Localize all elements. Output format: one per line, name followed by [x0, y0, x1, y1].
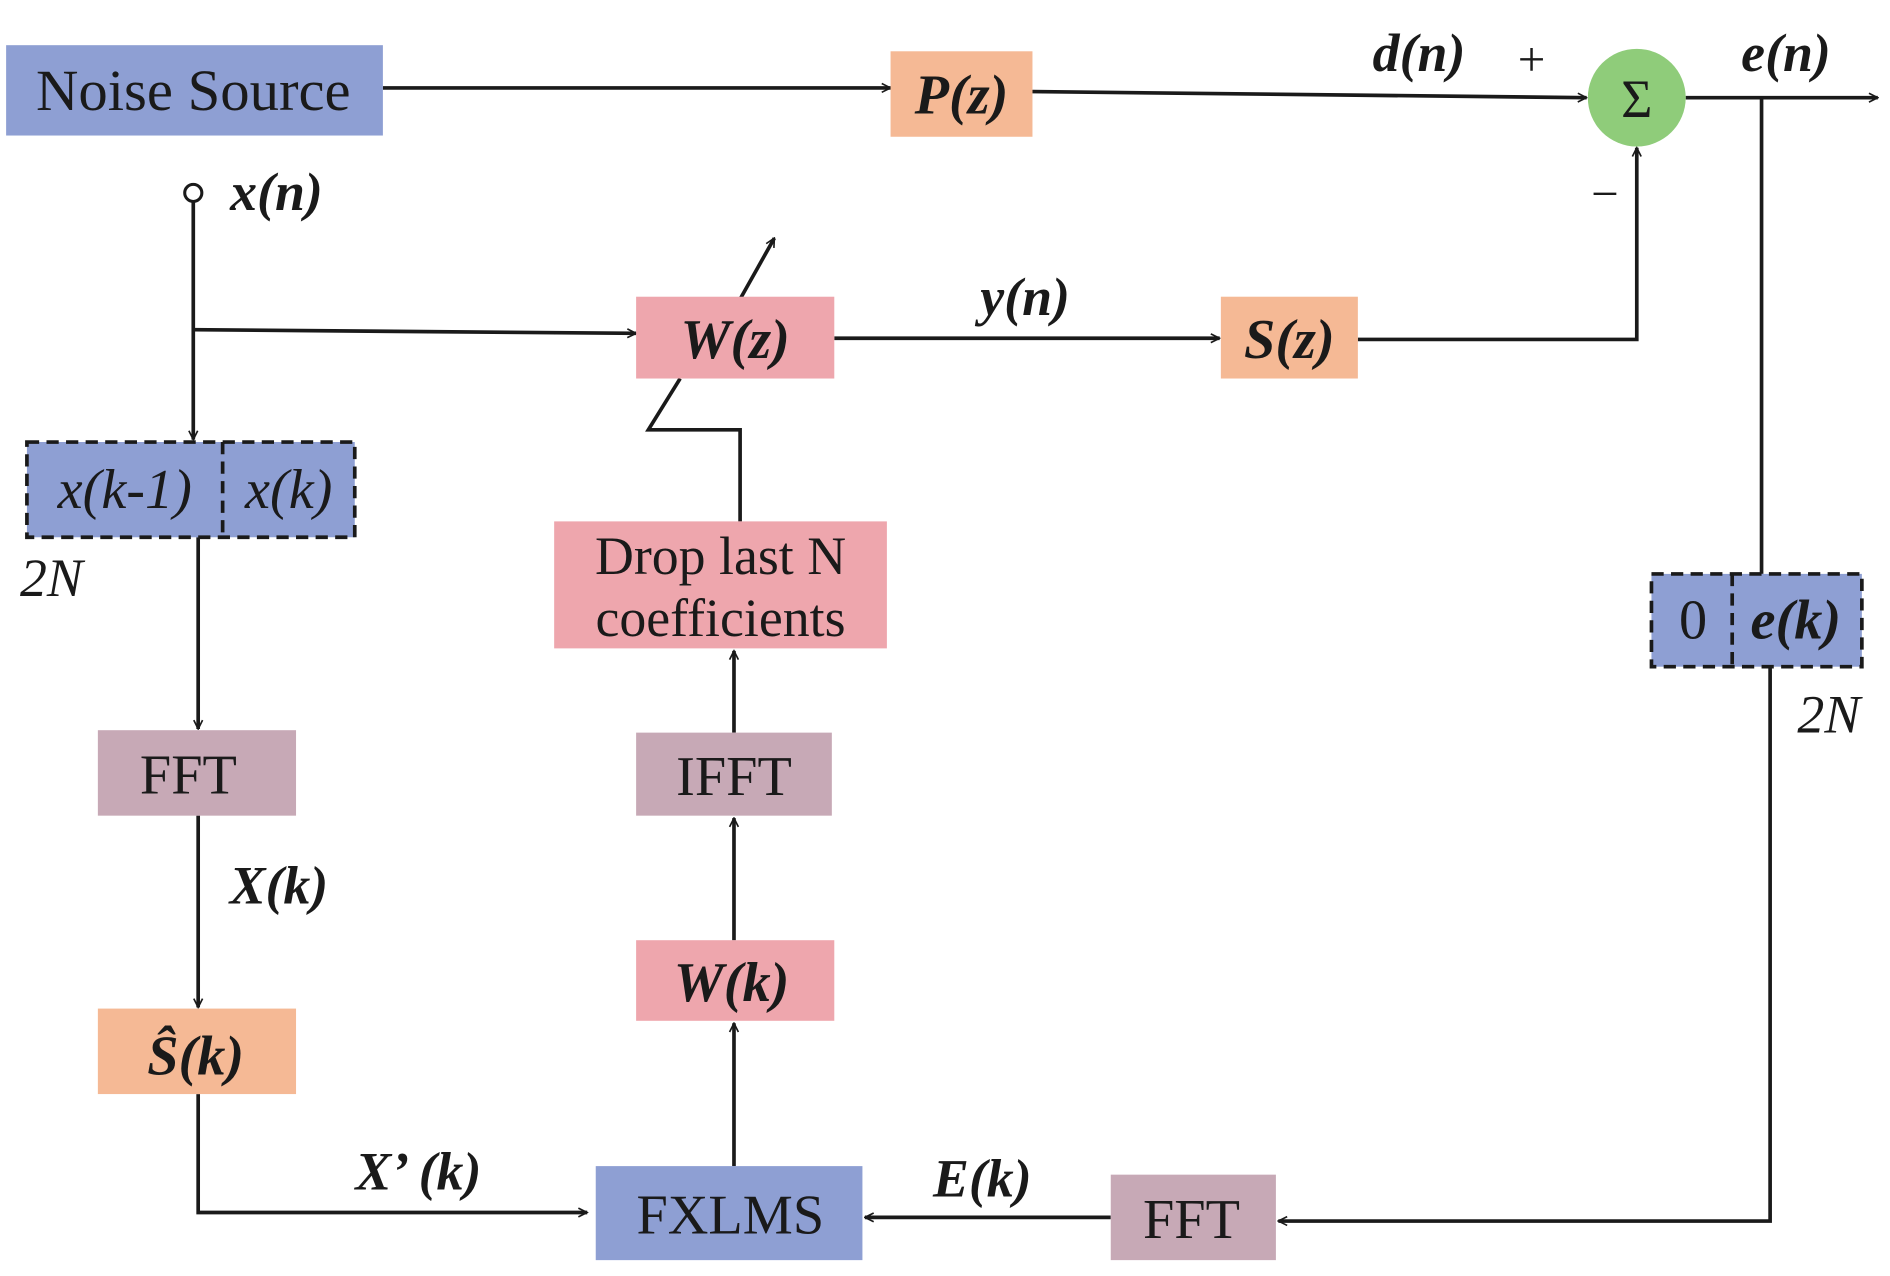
primary-path-label: P(z) — [914, 65, 1009, 127]
buffer-prev-label: x(k-1) — [57, 459, 192, 521]
buffer-curr-label: x(k) — [244, 459, 332, 521]
fft-error-block: FFT — [1110, 1174, 1276, 1261]
connectors — [183, 88, 1878, 1221]
input-buffer-block: x(k-1) x(k) — [25, 440, 357, 540]
primary-path-block: P(z) — [890, 51, 1033, 137]
fft-error-label: FFT — [1143, 1189, 1240, 1251]
x-n-label: x(n) — [229, 162, 323, 222]
arrow-pz-to-sum — [1032, 89, 1586, 98]
arrow-sz-to-sum — [1357, 148, 1637, 342]
shat-label: Ŝ(k) — [147, 1025, 244, 1088]
weights-freq-block: W(k) — [636, 940, 835, 1021]
e-n-label: e(n) — [1741, 23, 1831, 83]
summing-junction: Σ — [1587, 48, 1686, 147]
plus-sign: + — [1518, 32, 1546, 87]
noise-source-block: Noise Source — [6, 45, 383, 136]
sigma-label: Σ — [1621, 69, 1652, 129]
fxlms-label: FXLMS — [636, 1184, 824, 1246]
wz-label: W(z) — [680, 309, 789, 371]
arrow-shat-to-fxlms — [196, 1094, 587, 1212]
ebuffer-curr-label: e(k) — [1751, 590, 1842, 652]
fft-input-block: FFT — [97, 730, 297, 816]
line-update-to-wz — [645, 377, 742, 522]
X-prime-k-label: X’ (k) — [353, 1141, 481, 1201]
X-k-label: X(k) — [228, 856, 329, 916]
secondary-estimate-block: Ŝ(k) — [97, 1008, 297, 1095]
drop-line1-label: Drop last N — [595, 526, 846, 586]
E-k-label: E(k) — [932, 1149, 1032, 1209]
y-n-label: y(n) — [974, 267, 1070, 327]
fft-input-label: FFT — [140, 745, 237, 807]
secondary-path-block: S(z) — [1220, 296, 1358, 379]
ifft-label: IFFT — [676, 746, 792, 808]
d-n-label: d(n) — [1373, 23, 1466, 83]
block-size-right-label: 2N — [1797, 685, 1863, 745]
ebuffer-zero-label: 0 — [1679, 590, 1707, 652]
fxlms-block: FXLMS — [595, 1166, 863, 1261]
adaptive-arrow — [738, 238, 776, 301]
ifft-block: IFFT — [636, 732, 832, 816]
noise-source-label: Noise Source — [36, 58, 351, 123]
error-buffer-block: 0 e(k) — [1649, 572, 1864, 669]
adaptive-filter-block: W(z) — [636, 296, 835, 379]
drop-coefficients-block: Drop last N coefficients — [554, 521, 887, 649]
sz-label: S(z) — [1244, 309, 1335, 371]
input-node — [183, 182, 204, 203]
arrow-x-to-wz — [193, 327, 636, 334]
wk-label: W(k) — [674, 952, 790, 1014]
arrow-ebuffer-to-fft — [1278, 666, 1772, 1221]
minus-sign: − — [1591, 166, 1619, 221]
drop-line2-label: coefficients — [596, 588, 846, 648]
block-size-left-label: 2N — [20, 548, 86, 608]
